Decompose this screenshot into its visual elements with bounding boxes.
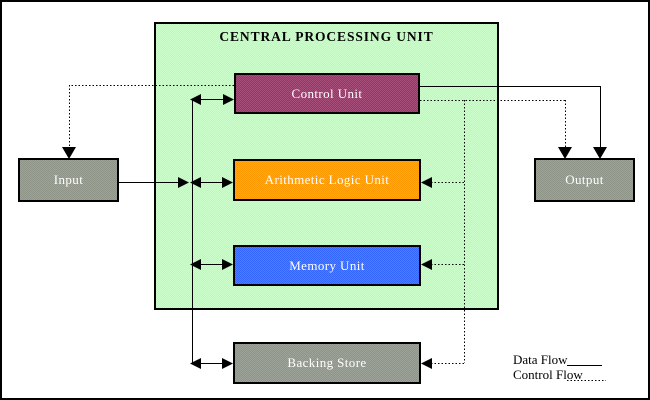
memory-unit-label: Memory Unit — [289, 257, 365, 273]
arithmetic-logic-unit-box: Arithmetic Logic Unit — [233, 159, 421, 201]
arrow-right-backing-row — [222, 358, 233, 369]
control-unit-label: Control Unit — [291, 85, 363, 101]
backing-store-box: Backing Store — [233, 342, 421, 384]
cpu-title: CENTRAL PROCESSING UNIT — [219, 29, 434, 44]
output-label: Output — [565, 172, 604, 187]
output-box: Output — [534, 158, 635, 202]
memory-unit-box: Memory Unit — [233, 245, 421, 286]
arrow-left-backing-row — [190, 358, 201, 369]
input-label: Input — [53, 172, 84, 187]
arithmetic-logic-unit-label: Arithmetic Logic Unit — [264, 172, 390, 187]
control-unit-box: Control Unit — [234, 73, 420, 114]
arrow-into-backing — [421, 358, 432, 369]
legend-data-flow-label: Data Flow — [513, 352, 568, 367]
legend-control-flow-label: Control Flow — [513, 367, 583, 382]
backing-store-label: Backing Store — [287, 355, 367, 370]
input-box: Input — [18, 158, 119, 202]
